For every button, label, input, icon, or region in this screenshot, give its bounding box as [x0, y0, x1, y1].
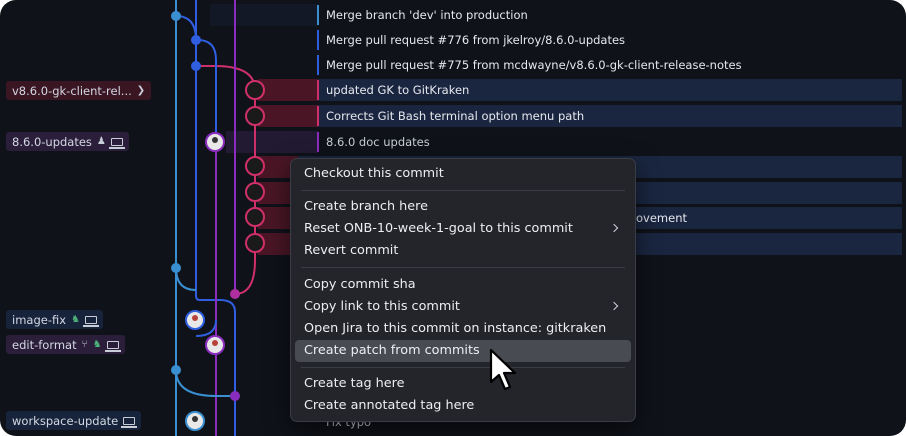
menu-separator	[301, 267, 625, 268]
menu-item-checkout[interactable]: Checkout this commit	[304, 166, 444, 181]
mouse-pointer-icon	[489, 348, 517, 391]
commit-row[interactable]: updated GK to GitKraken	[326, 83, 470, 97]
menu-separator	[301, 190, 625, 191]
branch-label: v8.6.0-gk-client-rel...	[12, 83, 132, 98]
commit-row[interactable]: ovement	[636, 211, 687, 225]
commit-row[interactable]: 8.6.0 doc updates	[326, 135, 430, 149]
menu-item-create-tag[interactable]: Create tag here	[304, 376, 405, 391]
branch-label: workspace-update	[12, 413, 119, 428]
laptop-icon	[121, 416, 138, 428]
menu-separator	[301, 367, 625, 368]
menu-item-label: Copy link to this commit	[304, 299, 460, 314]
menu-item-revert[interactable]: Revert commit	[304, 243, 399, 258]
laptop-icon	[108, 137, 125, 149]
commit-graph	[171, 0, 265, 436]
menu-item-label: Reset ONB-10-week-1-goal to this commit	[304, 221, 573, 236]
menu-item-copy-link[interactable]: Copy link to this commit	[295, 296, 631, 318]
commit-row[interactable]: Merge pull request #775 from mcdwayne/v8…	[326, 58, 742, 72]
menu-item-create-annotated-tag[interactable]: Create annotated tag here	[304, 398, 475, 413]
laptop-icon	[104, 340, 121, 352]
commit-row[interactable]: Merge pull request #776 from jkelroy/8.6…	[326, 33, 626, 47]
branch-label: edit-format	[12, 337, 77, 352]
user-icon: ♟	[96, 136, 106, 147]
branch-ref[interactable]: image-fix ♞	[6, 310, 103, 329]
branch-ref[interactable]: edit-format ⑂ ♞	[6, 335, 125, 354]
commit-context-menu: Checkout this commit Create branch here …	[290, 158, 636, 422]
chevron-right-icon	[609, 223, 619, 233]
laptop-icon	[83, 315, 99, 327]
terminal-icon: ❯	[136, 85, 146, 96]
commit-row[interactable]: Merge branch 'dev' into production	[326, 8, 528, 22]
gitkraken-icon: ♞	[92, 339, 102, 350]
menu-item-copy-sha[interactable]: Copy commit sha	[304, 277, 416, 292]
chevron-right-icon	[609, 301, 619, 311]
branch-label: image-fix	[12, 312, 67, 327]
menu-item-reset[interactable]: Reset ONB-10-week-1-goal to this commit	[295, 218, 631, 240]
merge-icon: ⑂	[81, 339, 88, 350]
gitkraken-icon: ♞	[71, 314, 80, 325]
branch-ref-column: v8.6.0-gk-client-rel... ❯ 8.6.0-updates …	[0, 0, 160, 436]
menu-item-create-branch[interactable]: Create branch here	[304, 199, 428, 214]
menu-item-open-jira[interactable]: Open Jira to this commit on instance: gi…	[304, 321, 607, 336]
commit-row[interactable]: Corrects Git Bash terminal option menu p…	[326, 109, 585, 123]
branch-label: 8.6.0-updates	[12, 134, 92, 149]
menu-item-create-patch[interactable]: Create patch from commits	[295, 340, 631, 362]
branch-ref[interactable]: v8.6.0-gk-client-rel... ❯	[6, 81, 152, 100]
branch-ref[interactable]: workspace-update	[6, 411, 142, 430]
branch-ref[interactable]: 8.6.0-updates ♟	[6, 132, 129, 151]
